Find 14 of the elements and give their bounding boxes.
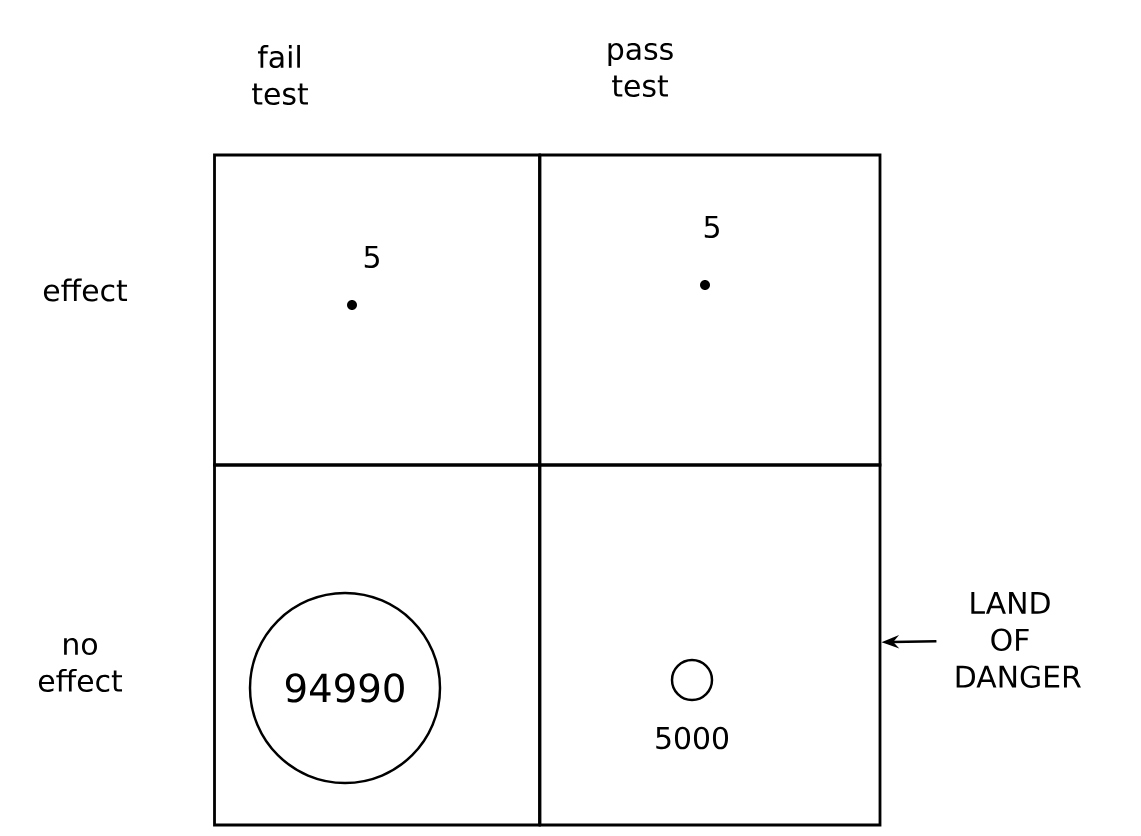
circle — [670, 658, 714, 702]
table-cell — [213, 463, 541, 827]
count-label: 5 — [704, 215, 719, 239]
axis-label: pass test — [608, 42, 673, 97]
count-label: 5 — [364, 245, 379, 269]
count-label: 5000 — [656, 726, 728, 750]
axis-label: no effect — [38, 637, 122, 692]
table-cell — [538, 463, 882, 827]
circle-with-number: 94990 — [248, 591, 442, 785]
callout-text: LAND OF DANGER — [956, 592, 1081, 688]
table-cell — [213, 153, 541, 467]
axis-label: fail test — [252, 44, 308, 105]
table-cell — [538, 153, 882, 467]
axis-label: effect — [43, 278, 127, 302]
